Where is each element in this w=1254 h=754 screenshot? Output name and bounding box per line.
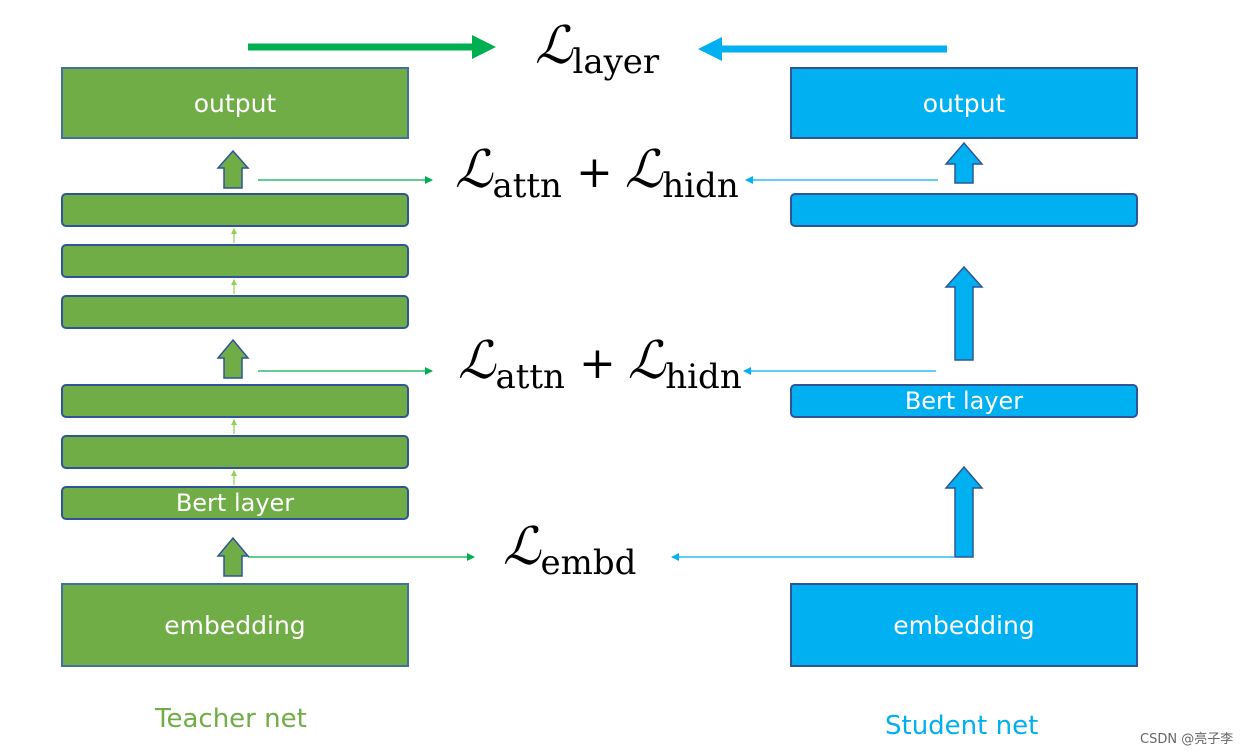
teacher-bert-layer-label: Bert layer bbox=[175, 489, 295, 517]
loss-symbol: ℒ bbox=[455, 140, 493, 200]
student-output-box: output bbox=[790, 67, 1138, 139]
student-bert-layer-label: Bert layer bbox=[904, 387, 1024, 415]
loss-symbol: ℒ bbox=[624, 140, 663, 200]
watermark-text: CSDN @亮子李 bbox=[1140, 732, 1234, 747]
teacher-layer-box bbox=[61, 435, 409, 469]
attn-subscript: attn bbox=[492, 166, 562, 206]
student-embedding-label: embedding bbox=[893, 610, 1035, 640]
student-to-layer-loss-arrow bbox=[698, 37, 947, 61]
embd-subscript: embd bbox=[540, 543, 637, 583]
teacher-net-caption: Teacher net bbox=[155, 704, 307, 734]
teacher-up-arrow-icon bbox=[216, 149, 250, 189]
teacher-layer-box bbox=[61, 295, 409, 329]
loss-symbol: ℒ bbox=[627, 331, 666, 391]
loss-symbol: ℒ bbox=[458, 331, 496, 391]
attn-hidn-loss-formula-lower: ℒattn+ℒhidn bbox=[458, 331, 742, 397]
layer-loss-formula: ℒlayer bbox=[535, 16, 659, 82]
teacher-up-arrow-icon bbox=[216, 338, 250, 379]
student-up-arrow-icon bbox=[944, 141, 984, 184]
student-layer-box bbox=[790, 193, 1138, 227]
student-bert-layer-box: Bert layer bbox=[790, 384, 1138, 418]
student-output-label: output bbox=[922, 88, 1006, 118]
plus-sign: + bbox=[578, 338, 616, 389]
attn-subscript: attn bbox=[495, 357, 565, 397]
loss-symbol: ℒ bbox=[535, 16, 573, 76]
teacher-embedding-box: embedding bbox=[61, 583, 409, 667]
teacher-embedding-label: embedding bbox=[164, 610, 306, 640]
teacher-up-arrow-icon bbox=[216, 536, 250, 577]
teacher-output-label: output bbox=[193, 88, 277, 118]
teacher-output-box: output bbox=[61, 67, 409, 139]
embd-loss-formula: ℒembd bbox=[503, 517, 636, 583]
student-embedding-box: embedding bbox=[790, 583, 1138, 667]
student-net-caption: Student net bbox=[885, 711, 1039, 741]
teacher-layer-box bbox=[61, 384, 409, 418]
hidn-subscript: hidn bbox=[662, 166, 739, 206]
teacher-to-layer-loss-arrow bbox=[248, 35, 496, 59]
student-up-arrow-icon bbox=[944, 465, 984, 558]
student-up-arrow-icon bbox=[944, 265, 984, 361]
teacher-layer-box bbox=[61, 193, 409, 227]
hidn-subscript: hidn bbox=[665, 357, 742, 397]
teacher-bert-layer-box: Bert layer bbox=[61, 486, 409, 520]
attn-hidn-loss-formula-upper: ℒattn+ℒhidn bbox=[455, 140, 739, 206]
layer-loss-subscript: layer bbox=[572, 42, 660, 82]
teacher-layer-box bbox=[61, 244, 409, 278]
loss-symbol: ℒ bbox=[503, 517, 541, 577]
plus-sign: + bbox=[575, 147, 613, 198]
